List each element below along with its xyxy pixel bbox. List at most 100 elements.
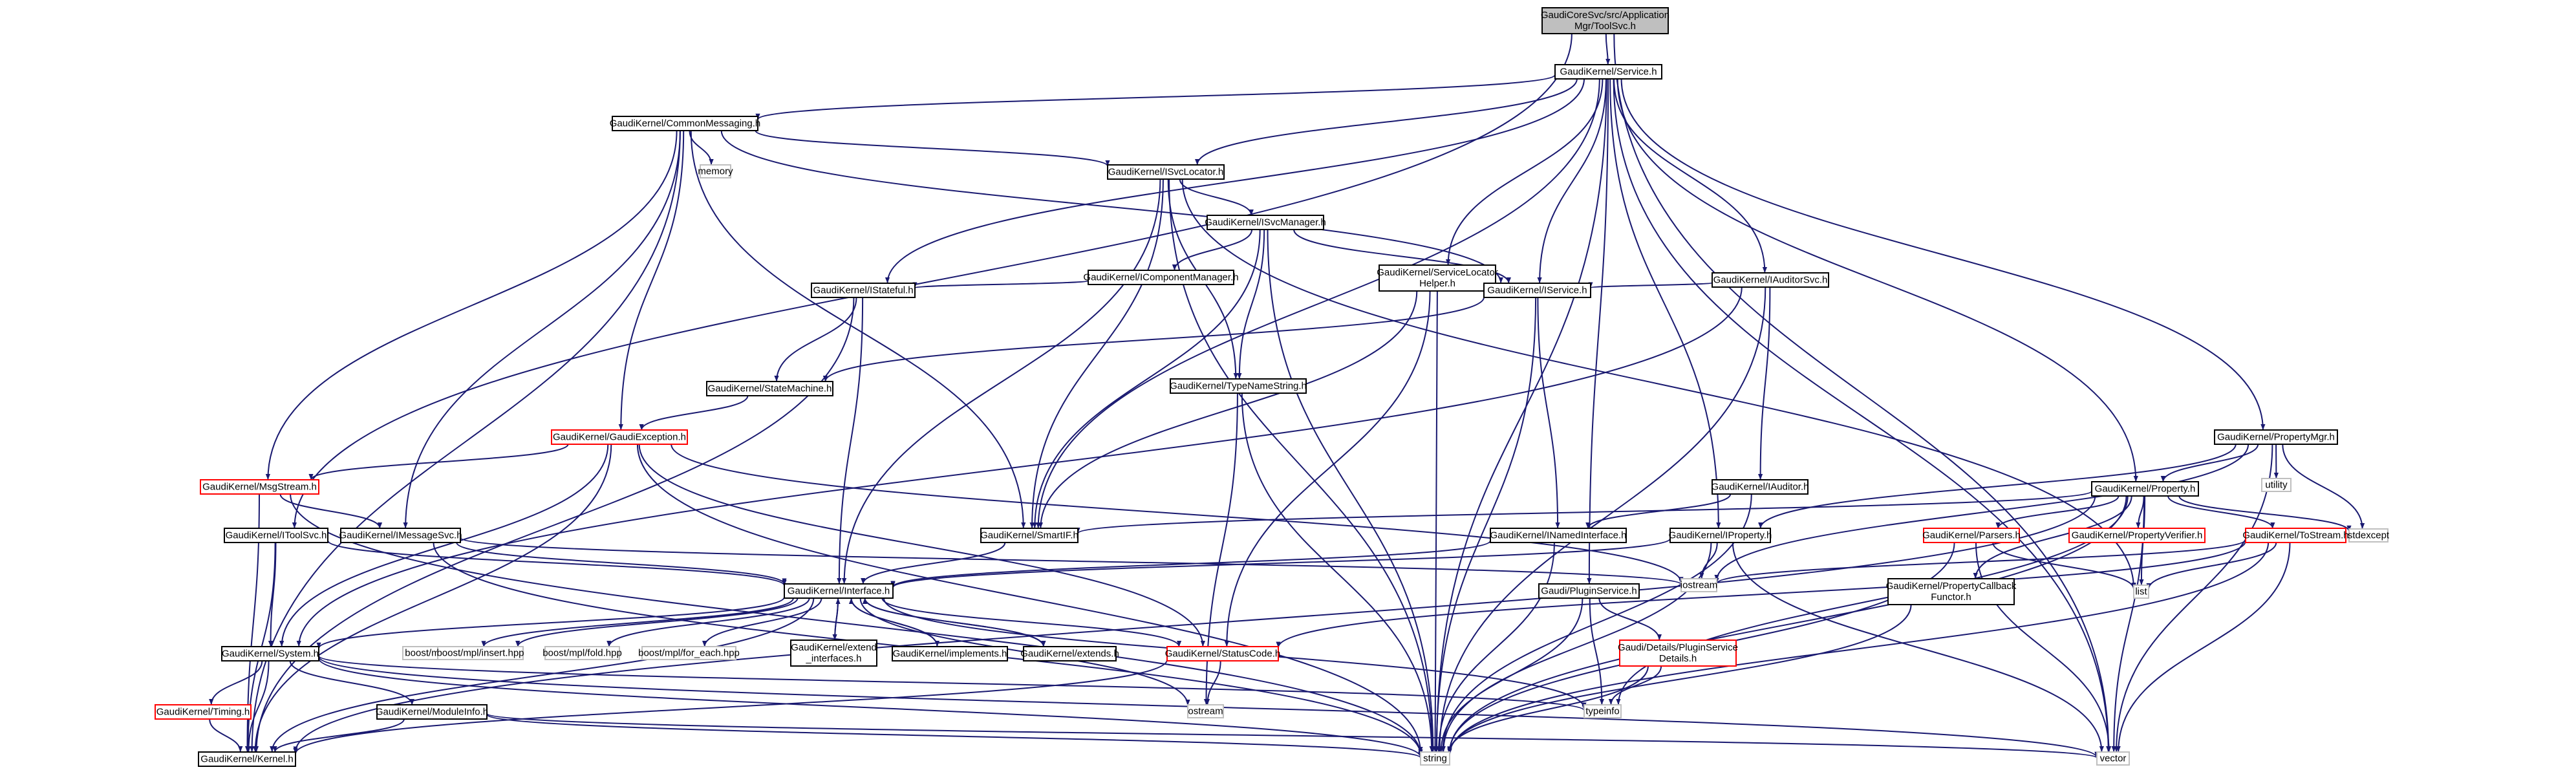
node-typeinfo-box — [1583, 704, 1622, 718]
node-isvcmanager[interactable]: GaudiKernel/ISvcManager.h — [1205, 215, 1326, 230]
node-itoolsvc[interactable]: GaudiKernel/IToolSvc.h — [224, 528, 328, 543]
node-foreachhpp: boost/mpl/for_each.hpp — [638, 646, 740, 660]
node-iostream-box — [1680, 578, 1717, 592]
node-typenamestring-label-0: GaudiKernel/TypeNameString.h — [1170, 381, 1307, 392]
node-typeinfo-label-0: typeinfo — [1585, 706, 1620, 717]
node-iauditor-box — [1712, 479, 1809, 495]
node-iservice[interactable]: GaudiKernel/IService.h — [1483, 283, 1591, 298]
node-propertymgr[interactable]: GaudiKernel/PropertyMgr.h — [2214, 429, 2338, 445]
node-smartif[interactable]: GaudiKernel/SmartIF.h — [980, 528, 1079, 543]
edge-pluginservice-to-typeinfo — [1589, 597, 1604, 705]
node-pluginservice-label-0: Gaudi/PluginService.h — [1541, 586, 1637, 597]
node-commonmsg-label-0: GaudiKernel/CommonMessaging.h — [610, 118, 760, 129]
node-itoolsvc-label-0: GaudiKernel/IToolSvc.h — [226, 530, 327, 541]
edge-tostream-to-string — [1447, 542, 2270, 755]
node-property[interactable]: GaudiKernel/Property.h — [2091, 481, 2199, 497]
node-timing[interactable]: GaudiKernel/Timing.h — [155, 704, 252, 720]
node-list: list — [2133, 585, 2149, 599]
node-property-label-0: GaudiKernel/Property.h — [2095, 484, 2196, 495]
node-statuscode[interactable]: GaudiKernel/StatusCode.h — [1165, 646, 1280, 661]
node-root-label-1: Mgr/ToolSvc.h — [1574, 21, 1636, 32]
node-istateful[interactable]: GaudiKernel/IStateful.h — [811, 283, 916, 298]
node-inamedif[interactable]: GaudiKernel/INamedInterface.h — [1490, 528, 1627, 543]
edge-root-to-itoolsvc — [292, 33, 1572, 529]
node-timing-box — [155, 704, 252, 720]
edge-extends-to-interface — [862, 597, 1044, 647]
node-extendif[interactable]: GaudiKernel/extend_interfaces.h — [790, 640, 877, 667]
node-list-box — [2133, 585, 2149, 599]
edge-service-to-propertymgr — [1620, 78, 2266, 431]
node-statemachine[interactable]: GaudiKernel/StateMachine.h — [706, 381, 833, 396]
node-inamedif-label-0: GaudiKernel/INamedInterface.h — [1490, 530, 1627, 541]
node-statuscode-box — [1166, 646, 1279, 661]
node-typenamestring[interactable]: GaudiKernel/TypeNameString.h — [1170, 378, 1307, 394]
edge-system-to-string — [318, 658, 1423, 758]
node-foldhpp: boost/mpl/fold.hpp — [542, 646, 622, 660]
node-tostream[interactable]: GaudiKernel/ToStream.h — [2242, 528, 2349, 543]
node-memory-label-0: memory — [698, 166, 733, 177]
node-kernel[interactable]: GaudiKernel/Kernel.h — [198, 751, 296, 767]
node-itoolsvc-box — [224, 528, 328, 543]
node-root[interactable]: GaudiCoreSvc/src/ApplicationMgr/ToolSvc.… — [1541, 7, 1669, 34]
node-propverifier-box — [2068, 528, 2206, 543]
node-iauditor[interactable]: GaudiKernel/IAuditor.h — [1712, 479, 1809, 495]
node-pluginsvcdetails-label-0: Gaudi/Details/PluginService — [1618, 642, 1738, 653]
edge-iservice-to-statemachine — [822, 297, 1485, 382]
node-utility-box — [2261, 478, 2292, 492]
edge-timing-to-kernel — [209, 718, 243, 753]
node-icompmgr-box — [1088, 270, 1234, 285]
node-commonmsg[interactable]: GaudiKernel/CommonMessaging.h — [610, 116, 760, 131]
edge-isvcmanager-to-string — [1267, 229, 1435, 753]
node-moduleinfo-box — [376, 704, 488, 720]
node-gaudiexception[interactable]: GaudiKernel/GaudiException.h — [551, 429, 688, 445]
edge-propertymgr-to-stdexcept — [2282, 444, 2365, 530]
node-system[interactable]: GaudiKernel/System.h — [221, 646, 319, 661]
node-interface[interactable]: GaudiKernel/Interface.h — [784, 583, 894, 599]
edge-iproperty-to-vector — [1732, 542, 2104, 753]
node-propertymgr-label-0: GaudiKernel/PropertyMgr.h — [2217, 432, 2335, 443]
node-vector-label-0: vector — [2100, 753, 2127, 764]
edge-commonmsg-to-smartif — [690, 130, 1026, 529]
node-implements-box — [892, 646, 1008, 661]
edge-pluginsvcdetails-to-typeinfo — [1608, 665, 1662, 705]
edge-istateful-to-interface — [837, 297, 864, 585]
edge-iauditorsvc-to-iauditor — [1758, 286, 1771, 480]
edge-root-to-vector — [1613, 33, 2111, 753]
node-ostream-box — [1187, 704, 1224, 718]
node-vector: vector — [2096, 751, 2130, 766]
node-extends-box — [1023, 646, 1117, 661]
node-extends-label-0: GaudiKernel/extends.h — [1020, 649, 1119, 660]
node-msgstream[interactable]: GaudiKernel/MsgStream.h — [200, 479, 319, 495]
node-typenamestring-box — [1170, 378, 1307, 394]
edge-statemachine-to-gaudiexception — [639, 395, 749, 431]
node-extendif-label-1: _interfaces.h — [806, 653, 862, 664]
node-smartif-label-0: GaudiKernel/SmartIF.h — [980, 530, 1079, 541]
edge-system-to-moduleinfo — [289, 660, 414, 705]
node-moduleinfo[interactable]: GaudiKernel/ModuleInfo.h — [376, 704, 488, 720]
node-isvclocator[interactable]: GaudiKernel/ISvcLocator.h — [1107, 164, 1225, 180]
node-icompmgr[interactable]: GaudiKernel/IComponentManager.h — [1083, 270, 1239, 285]
edge-moduleinfo-to-string — [486, 714, 1423, 758]
node-slhelper-label-0: GaudiKernel/ServiceLocator — [1377, 267, 1498, 278]
node-iproperty-box — [1669, 528, 1771, 543]
edge-service-to-iproperty — [1609, 78, 1721, 529]
node-service[interactable]: GaudiKernel/Service.h — [1554, 64, 1662, 80]
edge-implements-to-interface — [848, 597, 938, 647]
node-imessagesvc[interactable]: GaudiKernel/IMessageSvc.h — [339, 528, 462, 543]
node-implements[interactable]: GaudiKernel/implements.h — [892, 646, 1008, 661]
node-statemachine-label-0: GaudiKernel/StateMachine.h — [708, 383, 832, 394]
node-extends[interactable]: GaudiKernel/extends.h — [1020, 646, 1119, 661]
node-propcallback-box — [1887, 578, 2015, 605]
node-iproperty[interactable]: GaudiKernel/IProperty.h — [1669, 528, 1772, 543]
edge-gaudiexception-to-kernel — [253, 444, 612, 753]
node-iauditorsvc-label-0: GaudiKernel/IAuditorSvc.h — [1713, 275, 1828, 286]
node-iauditorsvc[interactable]: GaudiKernel/IAuditorSvc.h — [1712, 272, 1829, 288]
node-propverifier[interactable]: GaudiKernel/PropertyVerifier.h — [2068, 528, 2206, 543]
node-pluginservice[interactable]: Gaudi/PluginService.h — [1538, 583, 1640, 599]
node-parsers[interactable]: GaudiKernel/Parsers.h — [1922, 528, 2021, 543]
edge-commonmsg-to-kernel — [250, 130, 681, 753]
edge-statuscode-to-ostream — [1205, 660, 1221, 705]
